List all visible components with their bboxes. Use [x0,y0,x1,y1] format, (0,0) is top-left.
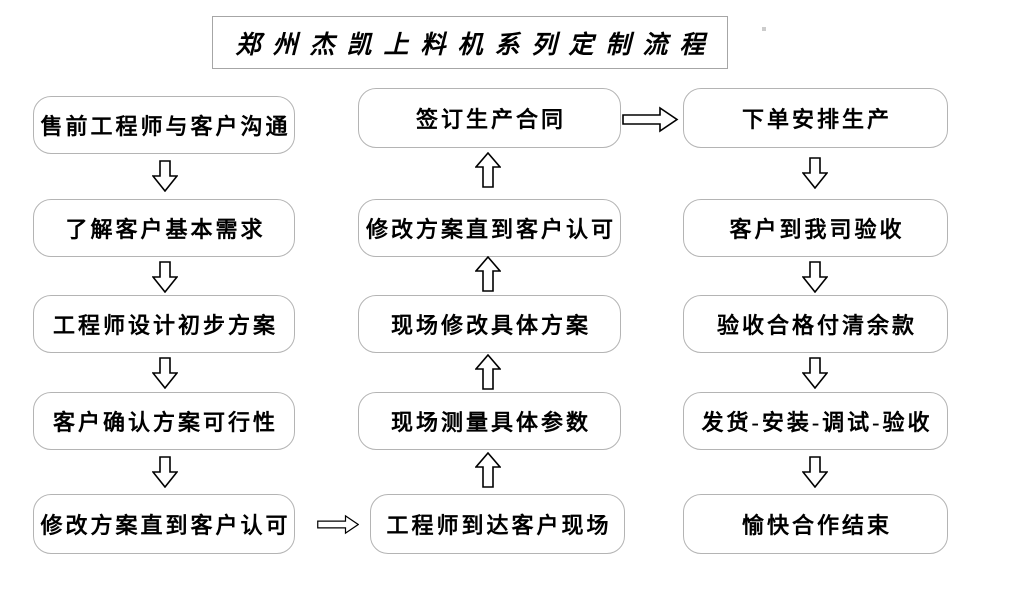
flow-box-place-order-production: 下单安排生产 [683,88,948,148]
flow-box-pay-balance: 验收合格付清余款 [683,295,948,353]
flow-box-label: 修改方案直到客户认可 [40,513,291,538]
down-arrow-icon [152,357,178,389]
flow-box-label: 签订生产合同 [415,107,566,132]
down-arrow-icon [802,261,828,293]
flow-box-revise-until-approved: 修改方案直到客户认可 [33,494,295,554]
flow-box-label: 现场测量具体参数 [390,410,591,435]
down-arrow-icon [152,456,178,488]
up-arrow-icon [475,354,501,390]
flow-box-design-preliminary-plan: 工程师设计初步方案 [33,295,295,353]
flow-box-label: 售前工程师与客户沟通 [40,114,291,139]
down-arrow-icon [152,261,178,293]
flow-box-customer-acceptance-visit: 客户到我司验收 [683,199,948,257]
right-arrow-icon [622,106,679,133]
down-arrow-icon [802,157,828,189]
flow-box-label: 愉快合作结束 [741,513,892,538]
flow-box-label: 验收合格付清余款 [716,313,917,338]
flow-box-understand-needs: 了解客户基本需求 [33,199,295,257]
flow-box-label: 修改方案直到客户认可 [365,217,616,242]
anchor-dot [762,27,766,31]
flow-box-label: 客户到我司验收 [729,217,905,242]
down-arrow-icon [152,160,178,192]
flow-box-label: 下单安排生产 [741,107,892,132]
title-box: 郑州杰凯上料机系列定制流程 [212,16,728,69]
flow-box-measure-parameters-onsite: 现场测量具体参数 [358,392,621,450]
flow-box-revise-onsite-until-approved: 修改方案直到客户认可 [358,199,621,257]
flow-box-modify-plan-onsite: 现场修改具体方案 [358,295,621,353]
flow-box-label: 现场修改具体方案 [390,313,591,338]
flow-box-sign-contract: 签订生产合同 [358,88,621,148]
flow-box-label: 客户确认方案可行性 [52,410,278,435]
up-arrow-icon [475,452,501,488]
right-arrow-icon [317,514,359,535]
flow-box-label: 了解客户基本需求 [65,217,266,242]
down-arrow-icon [802,456,828,488]
up-arrow-icon [475,152,501,188]
flow-box-label: 工程师到达客户现场 [386,513,612,538]
flow-box-cooperation-end: 愉快合作结束 [683,494,948,554]
flow-box-ship-install-debug-accept: 发货-安装-调试-验收 [683,392,948,450]
flow-box-presales-communication: 售前工程师与客户沟通 [33,96,295,154]
flow-box-confirm-feasibility: 客户确认方案可行性 [33,392,295,450]
flow-box-label: 工程师设计初步方案 [52,313,278,338]
up-arrow-icon [475,256,501,292]
down-arrow-icon [802,357,828,389]
flow-box-label: 发货-安装-调试-验收 [701,410,933,435]
flowchart-title: 郑州杰凯上料机系列定制流程 [235,31,717,59]
flow-box-engineer-arrives-onsite: 工程师到达客户现场 [370,494,625,554]
